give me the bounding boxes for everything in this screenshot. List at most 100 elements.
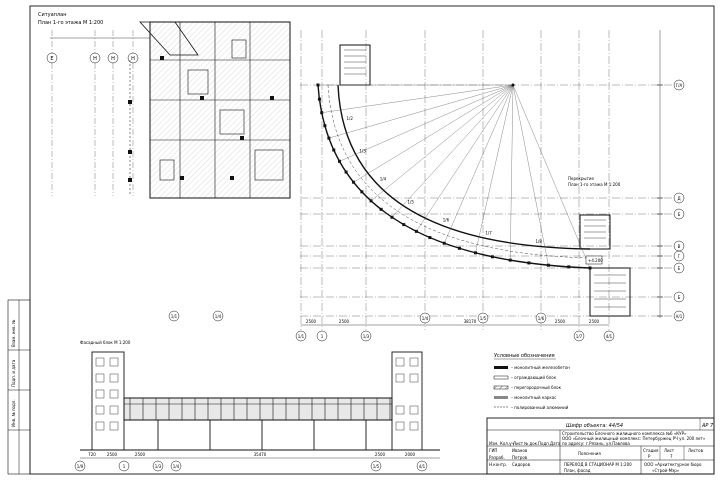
col-header: Изм. [489,441,498,446]
title-description-2: ООО «Блочный жилищный комплекс: Петербур… [562,436,706,441]
legend-item: – монолитный каркас [494,395,556,400]
sheet-title-2: План, фасад [564,468,591,473]
gallery-post [317,97,321,101]
curve-label: 1/7 [485,231,492,236]
title-block: Шифр объекта: 44/54 АР 7 Строительство Б… [486,417,715,475]
overview-caption-2: План 1-го этажа М 1:200 [38,20,103,26]
left-binding-strip: Взам. инв. № Подп. и дата Инв. № подл. [7,299,31,475]
radius-center [511,83,515,87]
radial-line [370,84,514,202]
legend-title: Условные обозначения [494,353,555,359]
facade-gallery [123,397,393,421]
svg-text:– полированный алюминий: – полированный алюминий [511,405,569,410]
stage-label: Лист [664,448,675,453]
role-label: ГИП [489,448,497,453]
gallery-post [344,170,348,174]
gallery-outer-curve [317,84,591,269]
sheet-frame [29,5,715,475]
sheet-code: АР 7 [701,423,714,429]
gallery-post [360,190,364,194]
plan-dim-3: 38170 [464,319,477,324]
legend-item: – перегородочный блок [493,385,562,390]
gallery-post [457,246,461,250]
overview-axis-4: Н [131,56,135,62]
col-header: Лист [513,441,524,446]
bottom-axis-6: 1/6 [538,316,545,321]
gallery-inner-curve [337,84,591,250]
gallery-post [379,207,383,211]
right-axis-8: А/1 [676,314,683,319]
sheet-title-1: ПЕРЕХОД В СТАЦИОНАР М 1:200 [564,462,632,467]
overview-axis-bubble-3 [107,52,119,64]
radial-line [512,84,549,266]
strip-label-1: Взам. инв. № [11,320,16,347]
plan-caption-1: Перекрытие [568,176,595,181]
radial-line [475,84,514,253]
bottom-axis-1: 1/1 [298,334,305,339]
person-name: Сидоров [512,462,531,467]
legend: Условные обозначения – монолитный железо… [493,353,570,410]
facade-dim-4: 35470 [254,452,267,457]
role-label: Разраб. [489,455,505,460]
facade-dim-2: 2500 [107,452,118,457]
radial-line [353,84,514,183]
stage-label: Листов [688,448,704,453]
overview-axis-bubble-4 [127,52,139,64]
facade-caption: Фасадный блок М 1:200 [80,340,131,345]
company-name-2: «Строй-Мэр» [652,468,680,473]
facade-dim-1: 720 [88,452,96,457]
title-description-1: Строительство Блочного жилищного комплек… [562,431,687,436]
radial-line [444,84,514,244]
facade-elevation: Фасадный блок М 1:200 [74,340,440,472]
svg-text:– монолитный каркас: – монолитный каркас [511,395,556,400]
strip-label-3: Инв. № подл. [11,399,16,427]
overview-caption-1: Ситуаплан [38,12,66,18]
svg-text:– перегородочный блок: – перегородочный блок [511,385,562,390]
plan-dim-2: 2500 [339,319,350,324]
plan-dim-4: 2500 [555,319,566,324]
radial-line [328,84,514,139]
facade-axis-1: 1/9 [77,464,84,469]
right-axis-1: Г/А [676,83,683,88]
bottom-axis-8: 4/1 [606,334,613,339]
facade-axis-4: 1/4 [173,464,180,469]
radial-line [416,84,514,232]
right-axis-6: Е [678,266,681,271]
level-mark: +4.200 [588,258,603,263]
radial-line [339,84,514,162]
svg-text:– монолитный железобетон: – монолитный железобетон [511,365,570,370]
stage-value: 7 [670,454,673,459]
plan-dim-5: 2500 [589,319,600,324]
left-axis-1: 1/1 [171,314,178,319]
plan-dim-1: 2500 [306,319,317,324]
curve-label: 1/8 [535,239,542,244]
overview-axis-bubble-2 [89,52,101,64]
gallery-post [490,255,494,259]
right-axis-4: В [678,244,681,249]
stage-label: Стадия [643,448,659,453]
col-header: № док. [524,441,538,446]
gallery-post [323,124,327,128]
col-header: Подп. [538,441,550,446]
bottom-axis-2: 1 [321,334,324,339]
radial-line [391,84,514,218]
title-description-3: по адресу: г.Рязань, ул.Павлова [562,441,630,446]
curve-label: 1/4 [380,177,387,182]
facade-dim-3: 2500 [135,452,146,457]
overview-axis-1: Е [50,56,53,62]
role-label: Н.контр. [489,462,507,467]
curve-label: 1/3 [359,149,366,154]
bottom-axis-4: 1/4 [422,316,429,321]
curve-label: 1/6 [443,218,450,223]
col-header: Кол.уч [500,441,514,446]
left-axis-2: 1/4 [215,314,222,319]
gallery-post [567,265,571,269]
legend-item: – ограждающий блок [493,375,557,380]
right-axis-3: Б [678,212,681,217]
stage-title: Пояснения [578,451,601,456]
overview-axis-3: Н [111,56,115,62]
radial-line [321,84,514,113]
gallery-post [527,261,531,265]
strip-label-2: Подп. и дата [11,359,16,387]
